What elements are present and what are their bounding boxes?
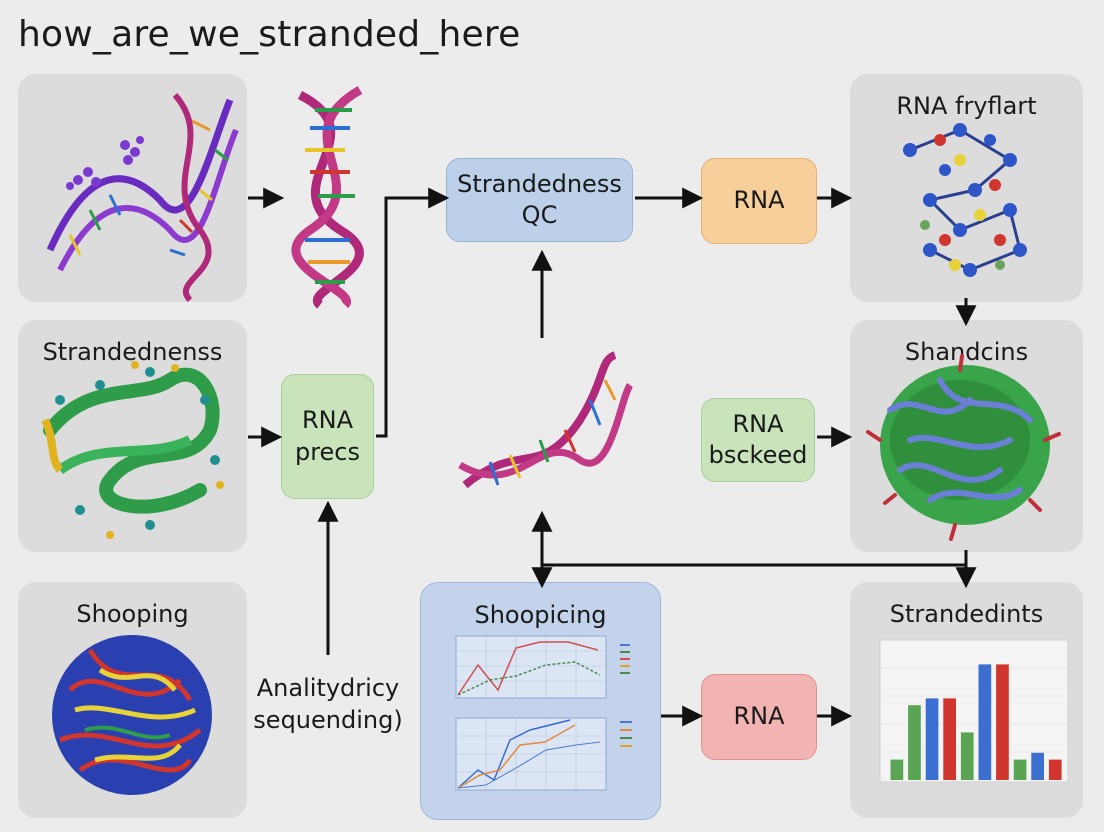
page-title: how_are_we_stranded_here bbox=[18, 14, 521, 55]
bar-1 bbox=[890, 759, 904, 780]
sequencing-label: Analitydricy sequending) bbox=[253, 674, 403, 735]
panel-title: Strandedints bbox=[889, 600, 1044, 628]
bar-7 bbox=[996, 664, 1009, 780]
panel-title: Shooping bbox=[76, 600, 189, 628]
bar-9 bbox=[1031, 752, 1044, 780]
protein-cluster-art bbox=[866, 354, 1061, 541]
rna-orange-box: RNA bbox=[701, 158, 817, 244]
panel-title: Shandcins bbox=[904, 338, 1029, 366]
flow-arrows bbox=[248, 187, 977, 727]
bar-5 bbox=[960, 732, 974, 780]
panel-title: Strandednenss bbox=[42, 338, 223, 366]
rna-bscked-box: RNA bsckeed bbox=[701, 398, 815, 482]
bar-8 bbox=[1013, 759, 1027, 780]
rna-precs-box: RNA precs bbox=[281, 374, 374, 499]
tangled-protein-art bbox=[52, 635, 212, 795]
panel-title: Shoopicing bbox=[474, 601, 607, 629]
bar-chart bbox=[879, 639, 1069, 783]
bar-6 bbox=[978, 664, 992, 780]
panel-dna-top-left bbox=[18, 74, 247, 302]
rna-molecule-art bbox=[903, 123, 1027, 277]
dna-helix-large-art bbox=[291, 86, 364, 309]
mini-line-charts bbox=[455, 635, 632, 791]
dna-double-helix-art bbox=[46, 93, 239, 303]
bar-10 bbox=[1048, 759, 1062, 780]
bar-3 bbox=[925, 698, 939, 780]
protein-ribbon-art bbox=[41, 361, 224, 539]
panel-title: RNA fryflart bbox=[896, 92, 1037, 120]
bar-2 bbox=[908, 705, 921, 780]
rna-pink-box: RNA bbox=[701, 674, 817, 760]
strandedness-qc-box: Strandedness QC bbox=[446, 158, 633, 242]
bar-4 bbox=[943, 698, 956, 780]
dna-helix-center-art bbox=[458, 351, 634, 489]
